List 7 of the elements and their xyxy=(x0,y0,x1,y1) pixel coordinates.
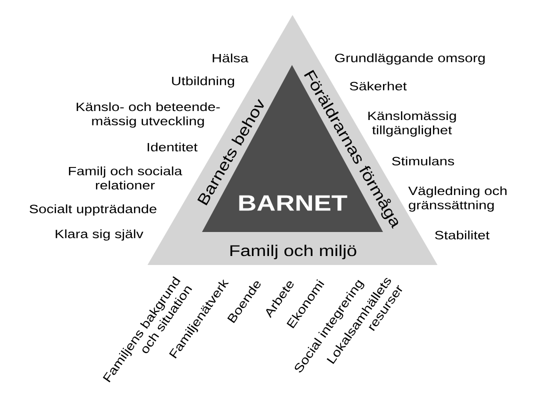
list-item: Klara sig själv xyxy=(56,229,144,241)
list-item: Familj och sociala relationer xyxy=(68,166,182,190)
list-item: Grundläggande omsorg xyxy=(335,53,485,65)
list-item: Vägledning och gränssättning xyxy=(408,186,507,212)
list-item: Stabilitet xyxy=(435,230,490,240)
side-label: Familj och miljö xyxy=(230,244,356,260)
list-item: Socialt uppträdande xyxy=(30,204,156,216)
